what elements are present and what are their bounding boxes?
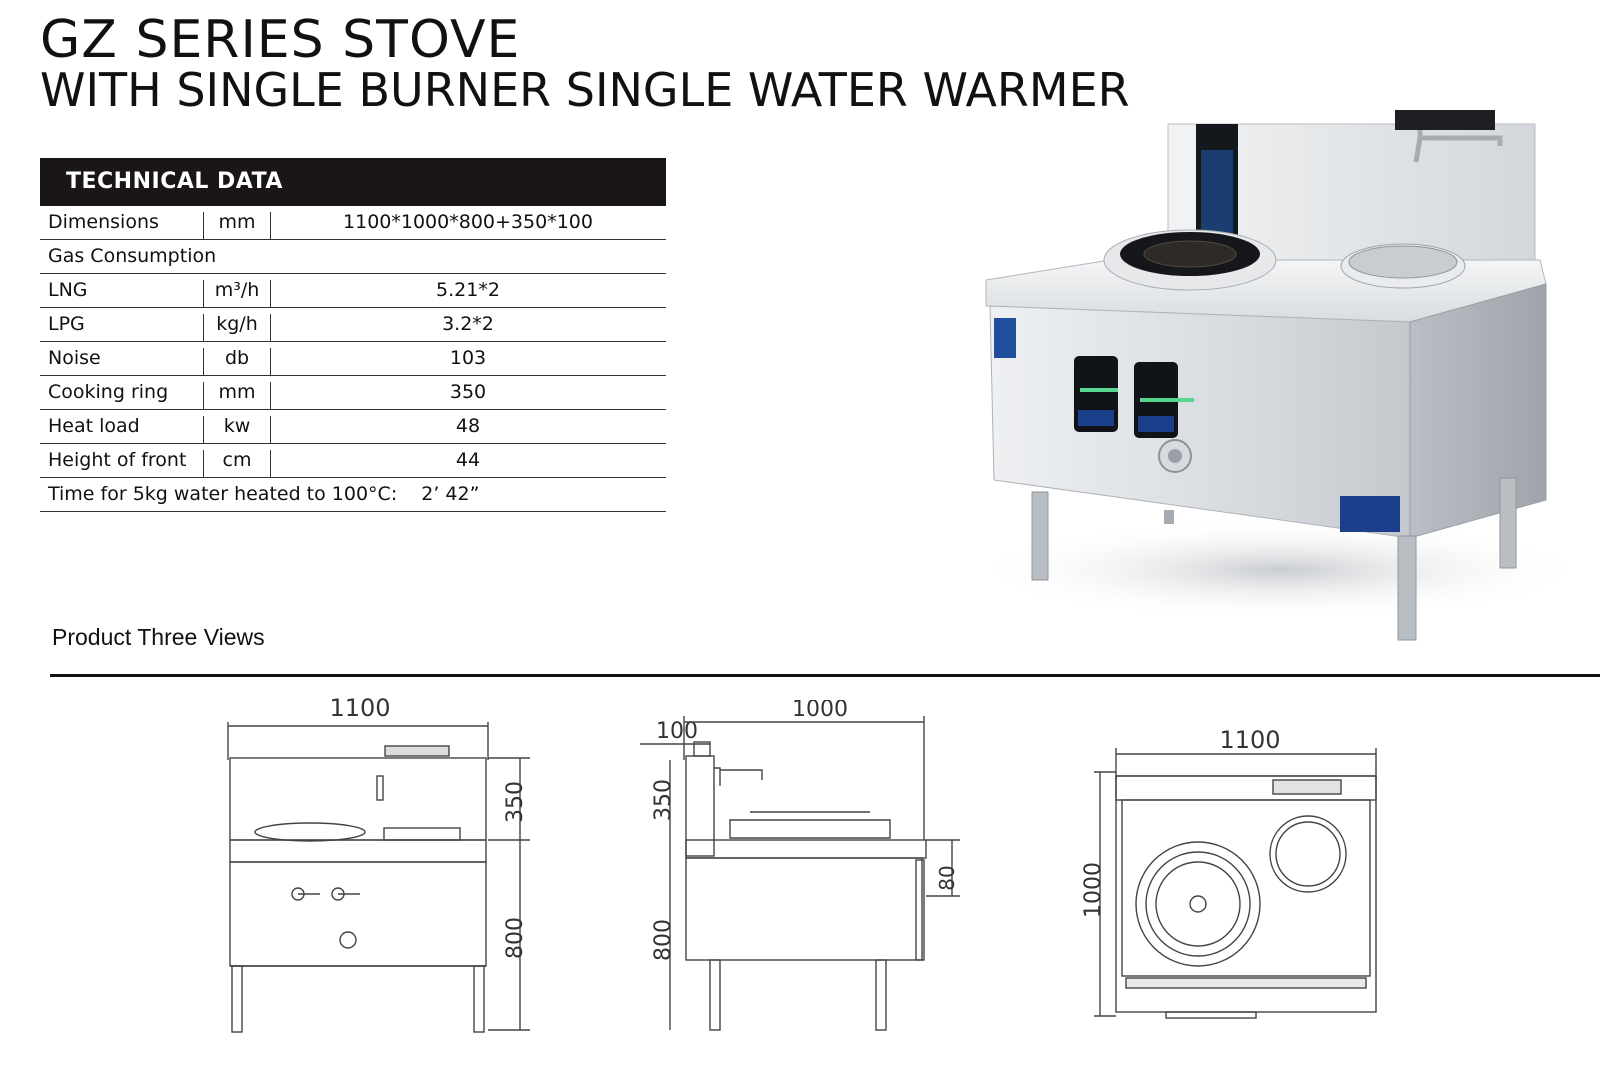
dimension-label: 800 [503,917,528,959]
spec-label: Height of front [48,449,187,471]
control-label-screen [1201,150,1233,240]
section-divider [50,674,1600,677]
divider [203,348,204,375]
spec-value: 103 [449,347,487,369]
divider [270,416,271,443]
leg [1499,477,1517,569]
divider [203,280,204,307]
divider [270,450,271,477]
divider [203,450,204,477]
spec-value: 48 [455,415,481,437]
spec-section-label: Gas Consumption [48,245,217,267]
faucet [1417,130,1503,146]
spec-row-cooking-ring: Cooking ring mm 350 [40,376,666,410]
spec-value: 5.21*2 [436,279,500,301]
dimension-label: 1100 [329,694,390,722]
spec-row-dimensions: Dimensions mm 1100*1000*800+350*100 [40,206,666,240]
spec-unit: mm [218,381,256,403]
divider [270,212,271,239]
dimension-label: 800 [651,919,676,961]
spec-row-height-front: Height of front cm 44 [40,444,666,478]
dimension-label: 1000 [1081,862,1106,918]
leg [1031,491,1049,581]
dimension-label: 100 [656,719,698,744]
spec-value: 44 [455,449,481,471]
spec-unit: m³/h [214,279,260,301]
spec-label: Dimensions [48,211,159,233]
top-view-drawing: 1100 1000 [1081,726,1377,1019]
faucet-control-box [1395,110,1495,130]
spec-row-heat-load: Heat load kw 48 [40,410,666,444]
dimension-label: 1100 [1219,726,1280,754]
dimension-label: 80 [935,865,959,890]
side-view-drawing: 100 1000 350 800 80 [640,700,960,1031]
divider [270,382,271,409]
page-title: GZ SERIES STOVE [40,10,521,70]
spec-unit: mm [218,211,256,233]
stove-side [1409,283,1547,539]
spec-row-noise: Noise db 103 [40,342,666,376]
divider [203,314,204,341]
leg [1397,535,1417,641]
spec-row-gas-consumption: Gas Consumption [40,240,666,274]
spec-label-icon [994,318,1016,358]
spec-unit: cm [222,449,252,471]
spec-row-lpg: LPG kg/h 3.2*2 [40,308,666,342]
dimension-label: 1000 [792,700,848,722]
spec-label: Noise [48,347,101,369]
spec-unit: db [224,347,250,369]
spec-label: Cooking ring [48,381,169,403]
technical-data-heading: TECHNICAL DATA [40,158,666,206]
spec-value: 350 [449,381,487,403]
technical-data-table: TECHNICAL DATA Dimensions mm 1100*1000*8… [40,158,666,512]
divider [270,280,271,307]
divider [203,416,204,443]
spec-value: 2’ 42” [421,483,480,505]
product-photo [980,110,1590,641]
three-views-label: Product Three Views [52,624,265,650]
spec-unit: kw [223,415,251,437]
spec-value: 1100*1000*800+350*100 [343,211,593,233]
floor-shadow [980,520,1590,620]
divider [270,314,271,341]
spec-label: LNG [48,279,88,301]
divider [203,212,204,239]
spec-label: LPG [48,313,85,335]
brand-plate [1340,496,1400,532]
divider [270,348,271,375]
spec-row-lng: LNG m³/h 5.21*2 [40,274,666,308]
front-view-drawing: 1100 350 800 [227,694,530,1033]
spec-value: 3.2*2 [442,313,494,335]
spec-time: Time for 5kg water heated to 100°C: 2’ 42… [48,478,479,511]
spec-row-heating-time: Time for 5kg water heated to 100°C: 2’ 42… [40,478,666,512]
spec-label: Time for 5kg water heated to 100°C: [48,483,398,505]
spec-unit: kg/h [216,313,258,335]
divider [203,382,204,409]
dimension-label: 350 [503,781,528,823]
dimension-label: 350 [651,779,676,821]
page-subtitle: WITH SINGLE BURNER SINGLE WATER WARMER [40,63,1130,117]
spec-label: Heat load [48,415,140,437]
